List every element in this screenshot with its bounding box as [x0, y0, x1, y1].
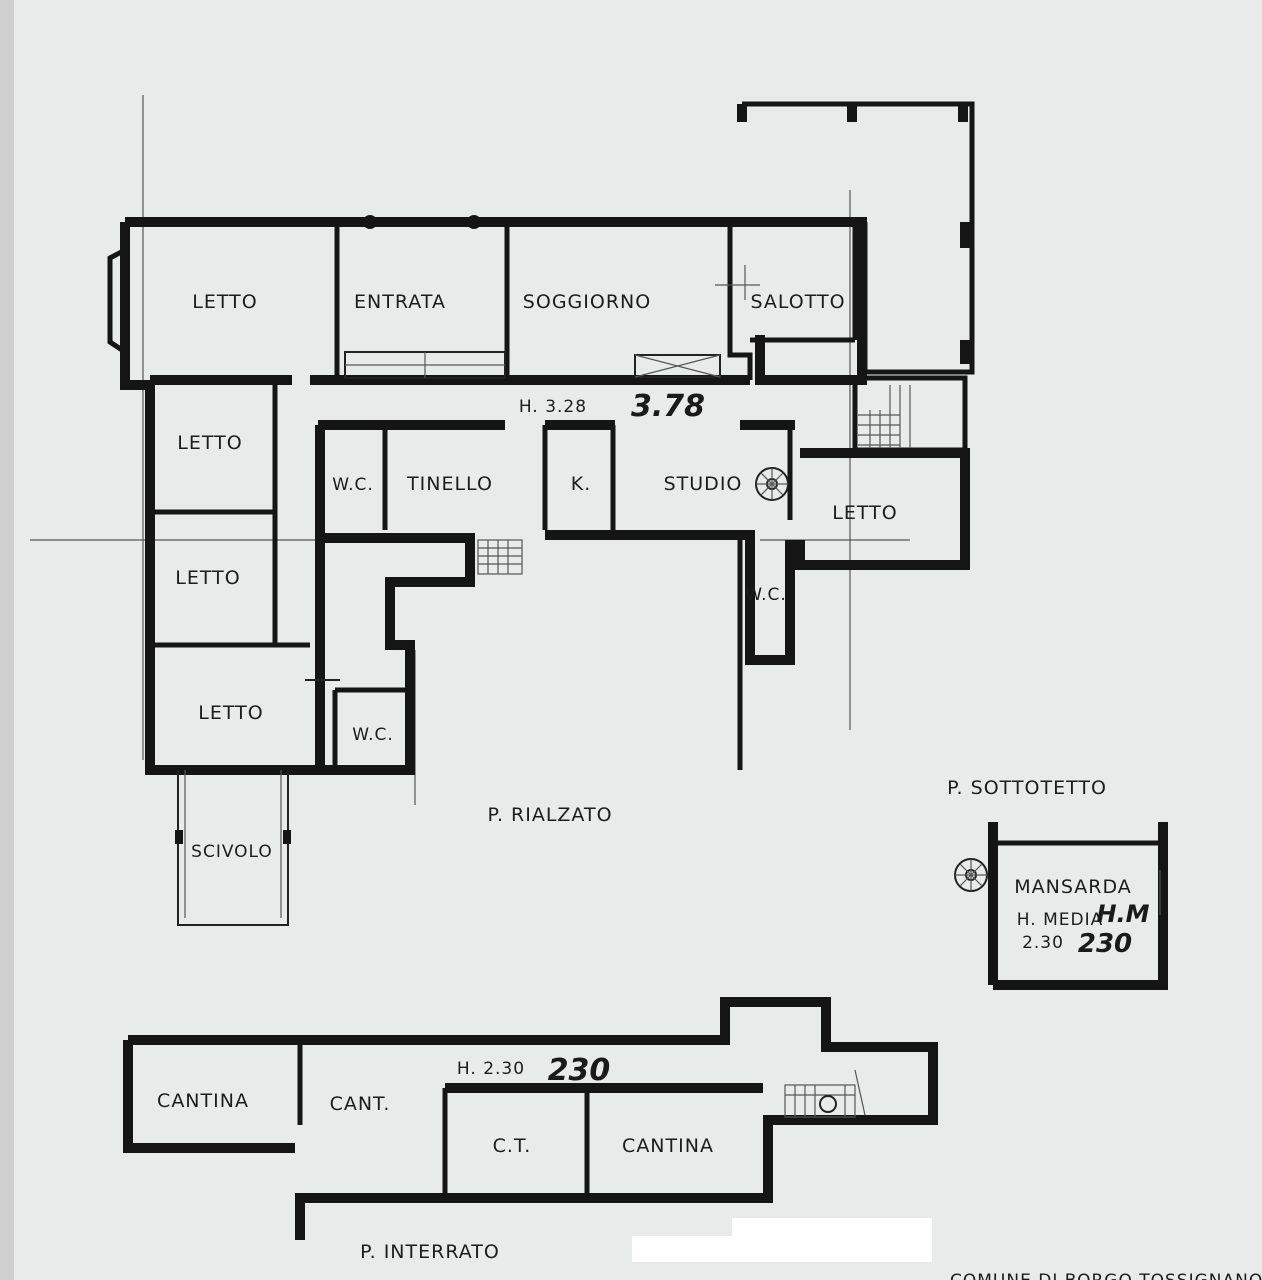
paper-left-margin: [0, 0, 14, 1280]
room-label-soggiorno: SOGGIORNO: [523, 291, 651, 313]
room-label-cantina-1: CANTINA: [157, 1090, 249, 1112]
attic-plan: [954, 822, 1168, 990]
room-label-mansarda: MANSARDA: [1014, 876, 1132, 898]
attic-height-label: H. MEDIA: [1017, 910, 1103, 930]
basement-plan: [123, 997, 938, 1240]
room-label-wc-3: W.C.: [352, 725, 394, 745]
room-label-letto-2: LETTO: [177, 432, 242, 454]
room-label-cant: CANT.: [330, 1093, 391, 1115]
attic-handwritten-value: 230: [1078, 929, 1132, 959]
room-label-entrata: ENTRATA: [354, 291, 446, 313]
basement-height-printed: H. 2.30: [457, 1059, 525, 1079]
ground-floor-plan: [107, 101, 975, 926]
ground-floor-label: P. RIALZATO: [487, 804, 612, 826]
redaction-block-2: [632, 1236, 932, 1262]
ground-floor-height-handwritten: 3.78: [631, 389, 705, 424]
room-label-wc-2: W.C.: [745, 585, 787, 605]
spiral-stair-attic: [954, 858, 988, 892]
room-label-letto-4: LETTO: [175, 567, 240, 589]
room-label-cantina-2: CANTINA: [622, 1135, 714, 1157]
room-label-studio: STUDIO: [664, 473, 743, 495]
room-label-kitchen: K.: [571, 473, 592, 495]
basement-label: P. INTERRATO: [360, 1241, 500, 1263]
spiral-stair-studio: [755, 467, 789, 501]
attic-handwritten-top: H.M: [1096, 900, 1149, 928]
basement-height-handwritten: 230: [548, 1053, 611, 1088]
room-label-ct: C.T.: [493, 1135, 532, 1157]
room-label-letto-3: LETTO: [832, 502, 897, 524]
ground-floor-height-printed: H. 3.28: [519, 397, 587, 417]
attic-height-value: 2.30: [1022, 933, 1064, 953]
room-label-tinello: TINELLO: [406, 473, 493, 495]
room-label-scivolo: SCIVOLO: [191, 842, 273, 862]
attic-label: P. SOTTOTETTO: [947, 777, 1107, 799]
room-label-salotto: SALOTTO: [750, 291, 845, 313]
redaction-block-1: [732, 1218, 932, 1240]
room-label-wc-1: W.C.: [332, 475, 374, 495]
footer-municipality: COMUNE DI BORGO TOSSIGNANO: [950, 1271, 1262, 1280]
room-label-letto-5: LETTO: [198, 702, 263, 724]
room-label-letto-1: LETTO: [192, 291, 257, 313]
